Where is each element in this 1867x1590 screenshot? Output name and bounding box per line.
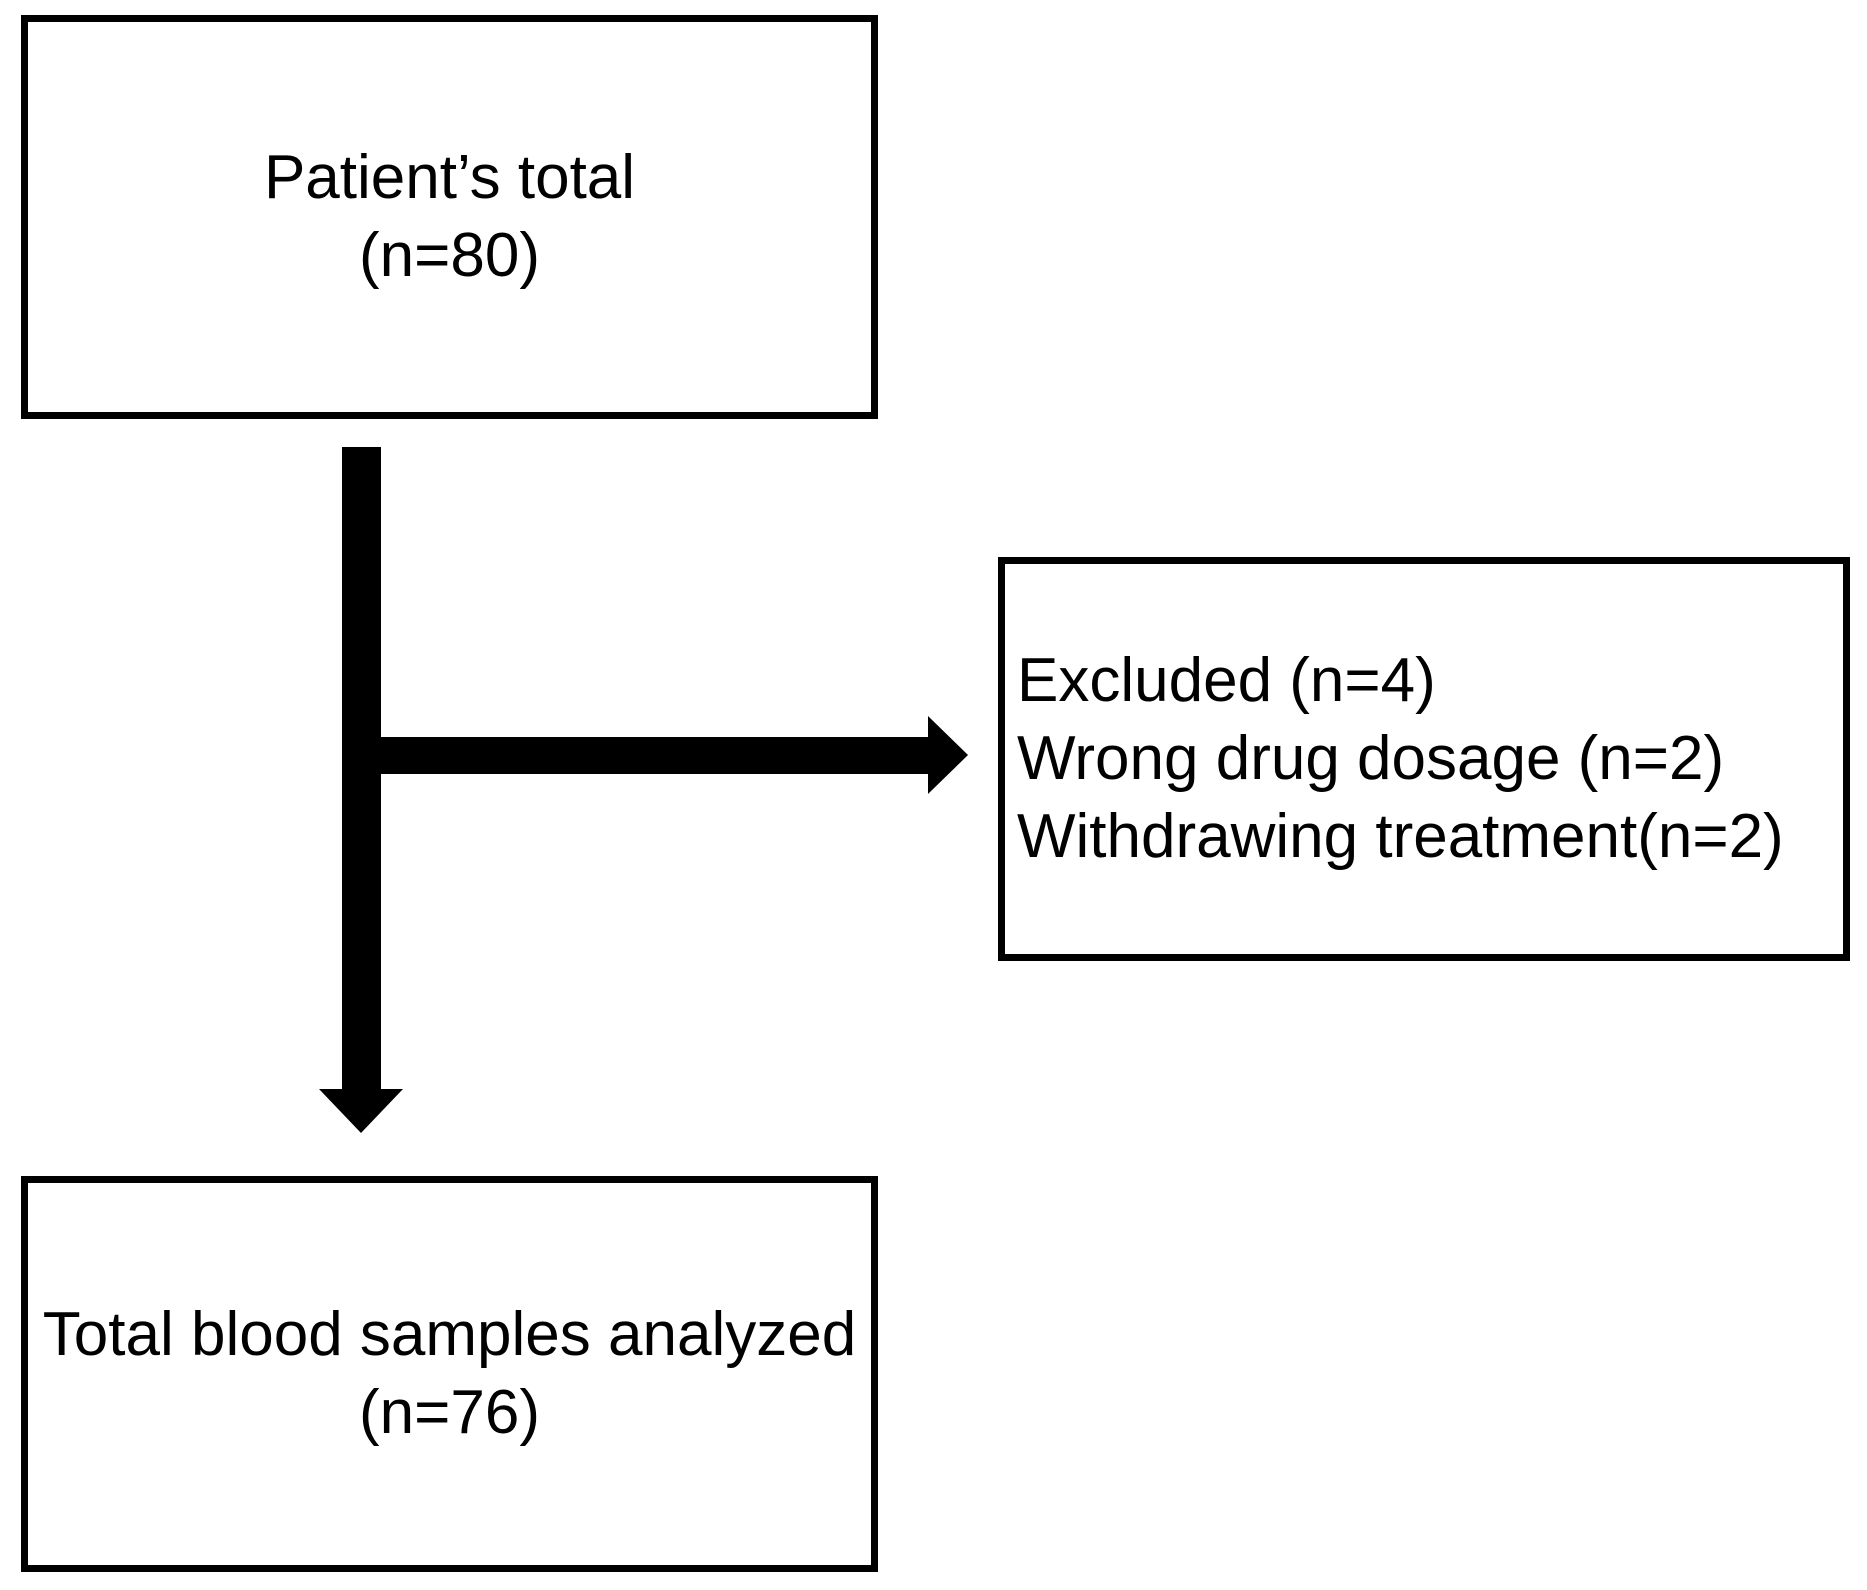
node-samples-analyzed-label: Total blood samples analyzed xyxy=(42,1300,857,1369)
node-excluded-reason-withdrawing: Withdrawing treatment(n=2) xyxy=(1017,802,1784,871)
node-excluded: Excluded (n=4) Wrong drug dosage (n=2) W… xyxy=(998,557,1850,961)
node-samples-analyzed-count: (n=76) xyxy=(359,1378,540,1447)
node-samples-analyzed: Total blood samples analyzed (n=76) xyxy=(21,1176,878,1572)
flow-arrow-right xyxy=(342,716,968,794)
node-excluded-reason-wrong-dosage: Wrong drug dosage (n=2) xyxy=(1017,724,1725,793)
node-excluded-label: Excluded (n=4) xyxy=(1017,646,1436,715)
node-patients-total-label: Patient’s total xyxy=(263,143,636,212)
flow-arrow-down xyxy=(319,447,403,1133)
node-patients-total-count: (n=80) xyxy=(359,221,540,290)
node-patients-total: Patient’s total (n=80) xyxy=(21,15,878,419)
